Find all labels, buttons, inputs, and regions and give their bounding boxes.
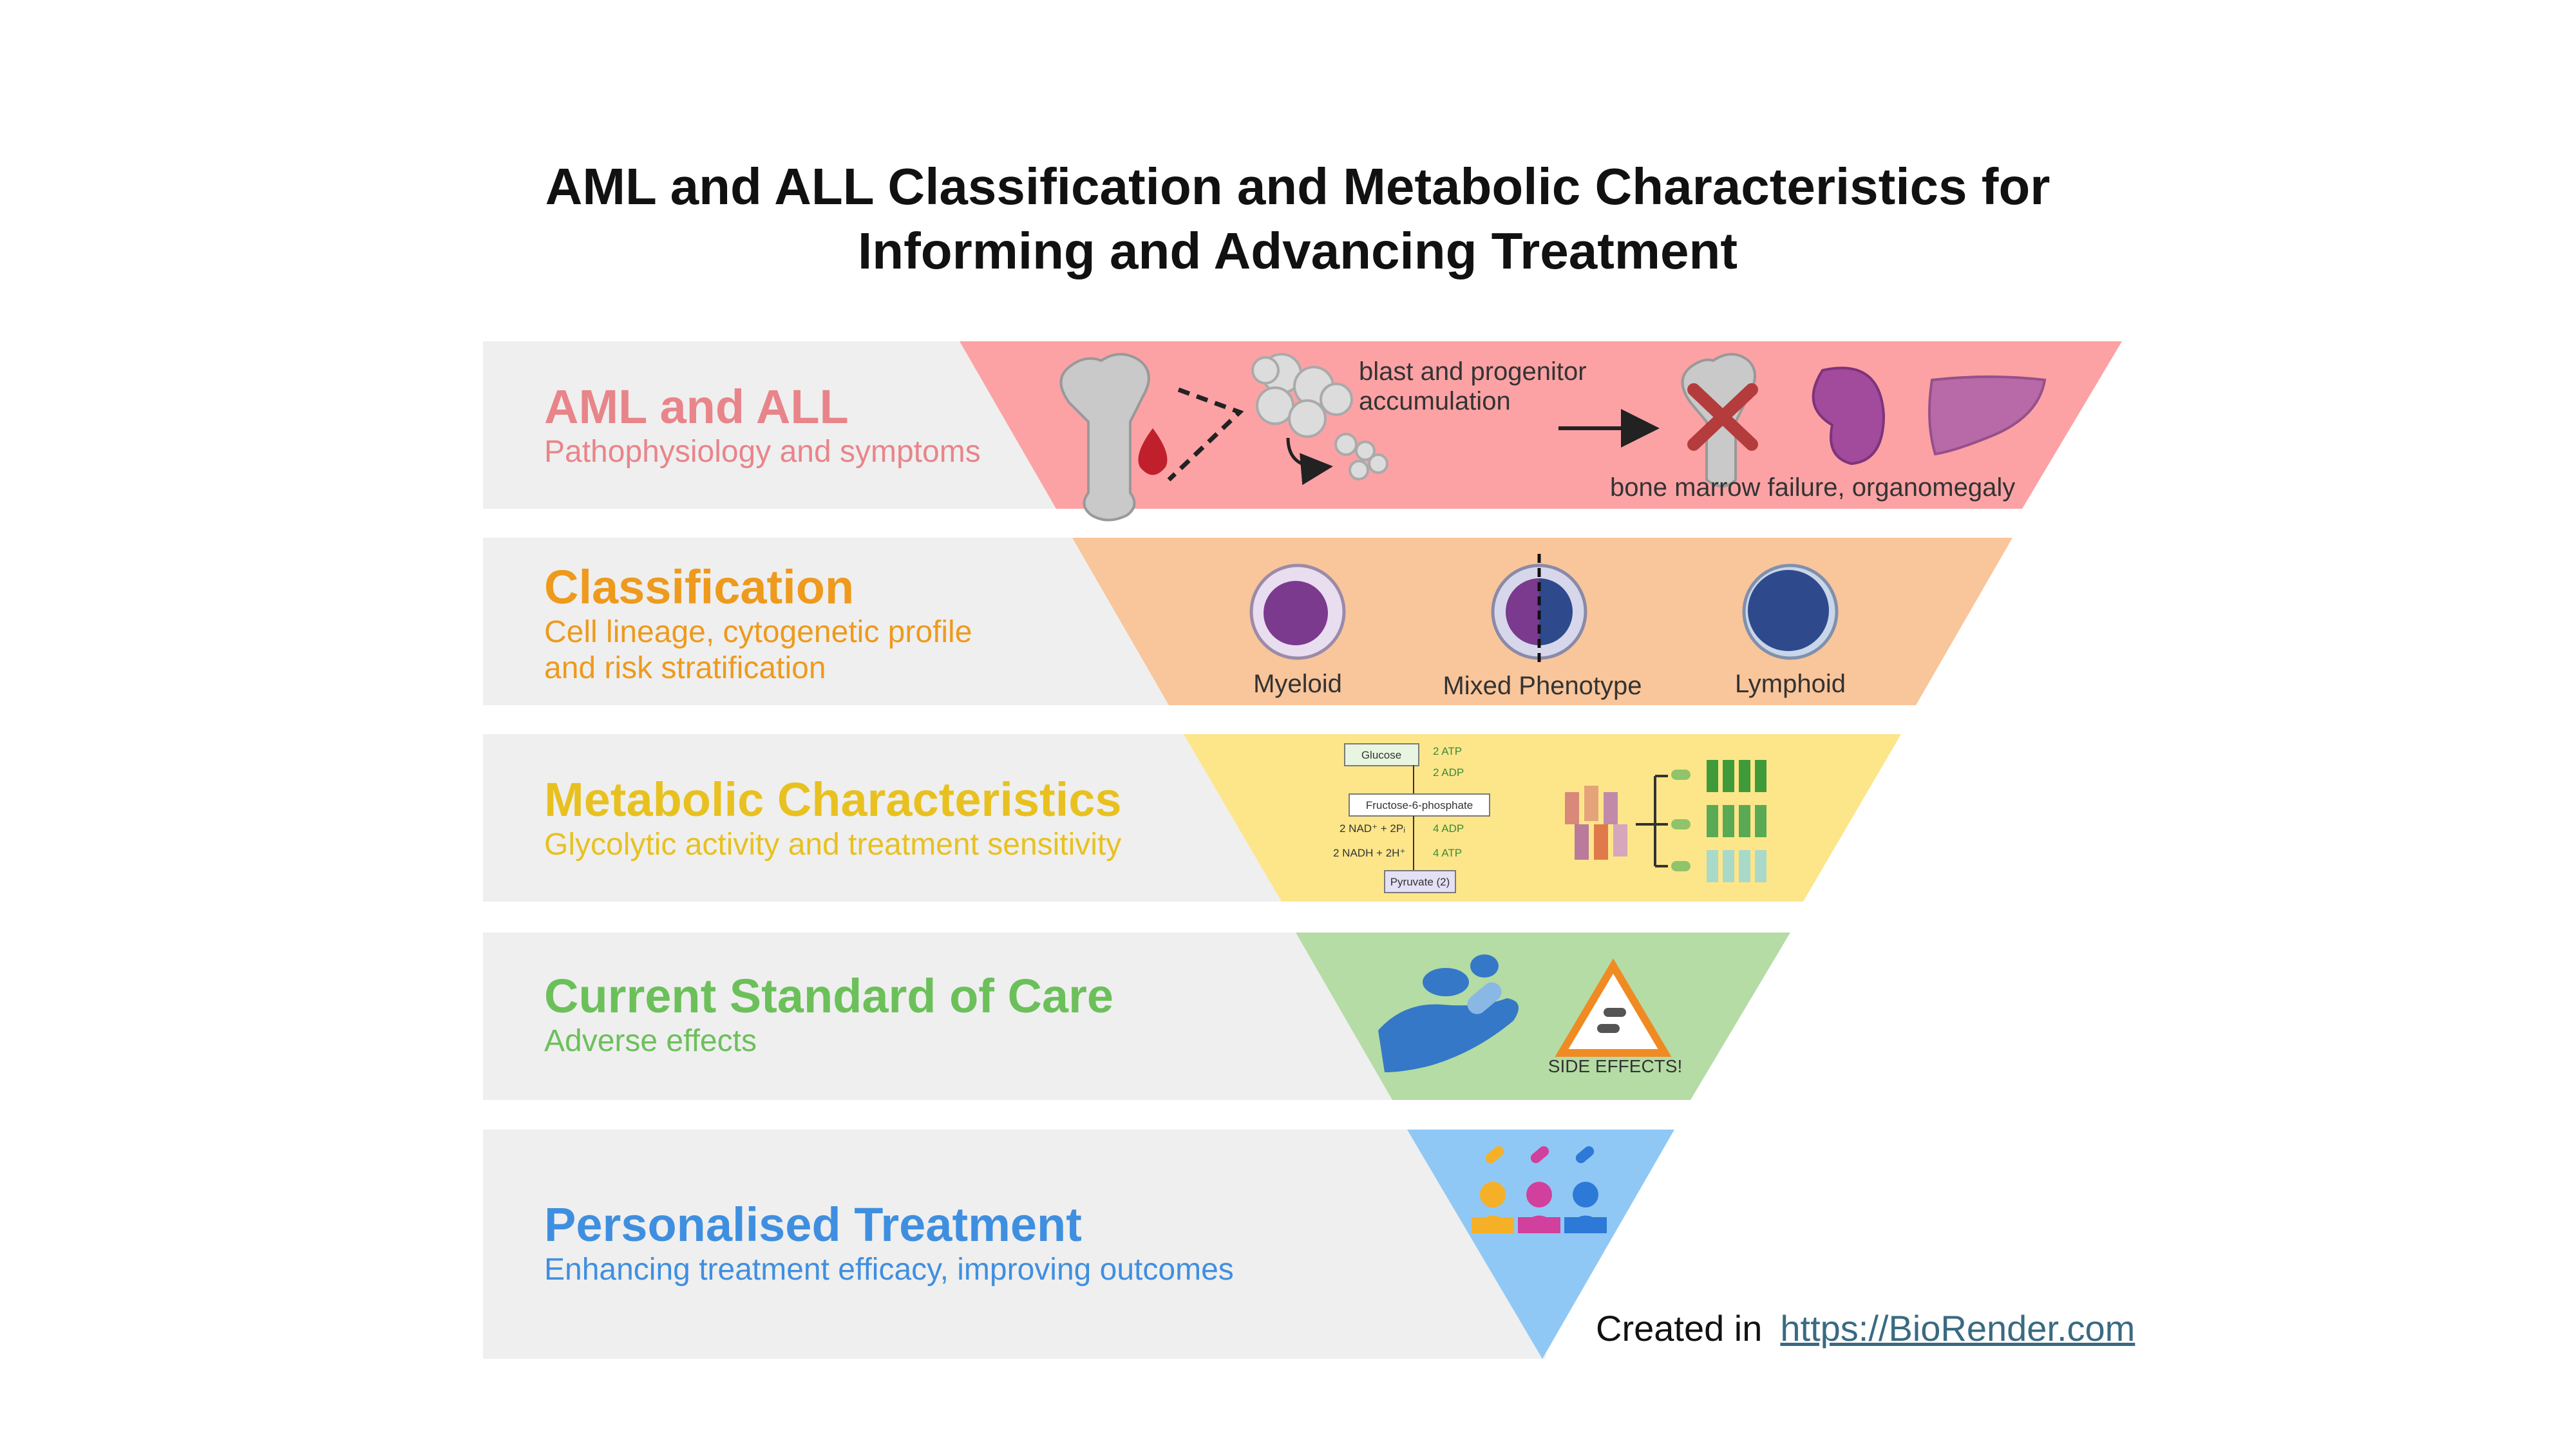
tier-5-text: Personalised Treatment Enhancing treatme… (544, 1198, 1234, 1288)
tier-band-4 (483, 933, 1417, 1100)
side-effects-warning-icon (1555, 958, 1672, 1057)
treatment-response-icon (1671, 760, 1766, 882)
cycle-arrow (1286, 437, 1333, 486)
mixed-label: Mixed Phenotype (1443, 672, 1642, 700)
biorender-link[interactable]: https://BioRender.com (1780, 1308, 2136, 1349)
bone-icon (1059, 353, 1150, 522)
tier-band-3 (483, 734, 1320, 902)
tier-1-subtitle: Pathophysiology and symptoms (544, 435, 981, 469)
atp-in-label: 2 ATP (1433, 745, 1462, 757)
patient-population-icon (1565, 786, 1627, 860)
side-effects-label: SIDE EFFECTS! (1548, 1056, 1682, 1076)
tier-5-heading: Personalised Treatment (544, 1198, 1082, 1251)
funnel-tier-4 (1296, 933, 1790, 1100)
title-line-1: AML and ALL Classification and Metabolic… (545, 158, 2050, 215)
nadh-label: 2 NADH + 2H⁺ (1333, 847, 1405, 859)
tier-4-subtitle: Adverse effects (544, 1024, 757, 1058)
f6p-label: Fructose-6-phosphate (1366, 799, 1473, 811)
glucose-label: Glucose (1361, 749, 1401, 761)
tier-2-heading: Classification (544, 560, 855, 614)
nad-label: 2 NAD⁺ + 2Pᵢ (1340, 822, 1405, 835)
myeloid-cell-icon (1249, 564, 1346, 660)
tier-1-text: AML and ALL Pathophysiology and symptoms (544, 380, 981, 470)
credit-prefix: Created in (1596, 1308, 1763, 1349)
glycolysis-pathway: Glucose 2 ATP 2 ADP Fructose-6-phosphate… (1333, 743, 1490, 893)
tier-3-subtitle: Glycolytic activity and treatment sensit… (544, 828, 1122, 862)
blast-label-line-1: blast and progenitor (1359, 357, 1587, 386)
branching-arrows (1636, 775, 1668, 867)
cross-icon (1687, 383, 1758, 451)
tier-4-text: Current Standard of Care Adverse effects (544, 969, 1113, 1059)
tier-1-heading: AML and ALL (544, 380, 849, 433)
tier-band-1 (483, 341, 1063, 509)
blast-label-line-2: accumulation (1359, 387, 1511, 415)
tier-5-subtitle: Enhancing treatment efficacy, improving … (544, 1253, 1234, 1287)
funnel-tier-5 (1407, 1130, 1674, 1359)
tier-3-text: Metabolic Characteristics Glycolytic act… (544, 773, 1122, 863)
diagram-title: AML and ALL Classification and Metabolic… (0, 155, 2576, 283)
tier-2-subtitle-line-1: Cell lineage, cytogenetic profile (544, 615, 972, 649)
tier-3-heading: Metabolic Characteristics (544, 773, 1122, 826)
atp-out-label: 4 ATP (1433, 847, 1462, 859)
mixed-phenotype-cell-icon (1491, 554, 1587, 667)
personalised-patients-icon (1472, 1146, 1607, 1233)
adp-out-label: 2 ADP (1433, 766, 1464, 779)
adp-in-label: 4 ADP (1433, 822, 1464, 835)
tier-band-5 (483, 1130, 1546, 1359)
liver-icon (1928, 375, 2047, 456)
tier-2-text: Classification Cell lineage, cytogenetic… (544, 560, 972, 687)
blood-drop-icon (1138, 428, 1168, 475)
failure-label: bone marrow failure, organomegaly (1610, 473, 2015, 502)
dashed-connector (1167, 387, 1244, 482)
spleen-icon (1812, 366, 1886, 466)
myeloid-label: Myeloid (1253, 670, 1342, 698)
lymphoid-cell-icon (1742, 564, 1839, 660)
funnel-tier-3 (1184, 734, 1901, 902)
lymphoid-label: Lymphoid (1735, 670, 1846, 698)
hand-with-pills-icon (1378, 954, 1519, 1072)
tier-2-subtitle-line-2: and risk stratification (544, 651, 826, 685)
pyruvate-label: Pyruvate (2) (1390, 876, 1450, 888)
tier-4-heading: Current Standard of Care (544, 969, 1114, 1023)
tier-band-2 (483, 538, 1191, 705)
blast-cell-cluster-icon (1251, 353, 1388, 480)
title-line-2: Informing and Advancing Treatment (857, 222, 1738, 279)
credit-line: Created in https://BioRender.com (1596, 1307, 2135, 1349)
